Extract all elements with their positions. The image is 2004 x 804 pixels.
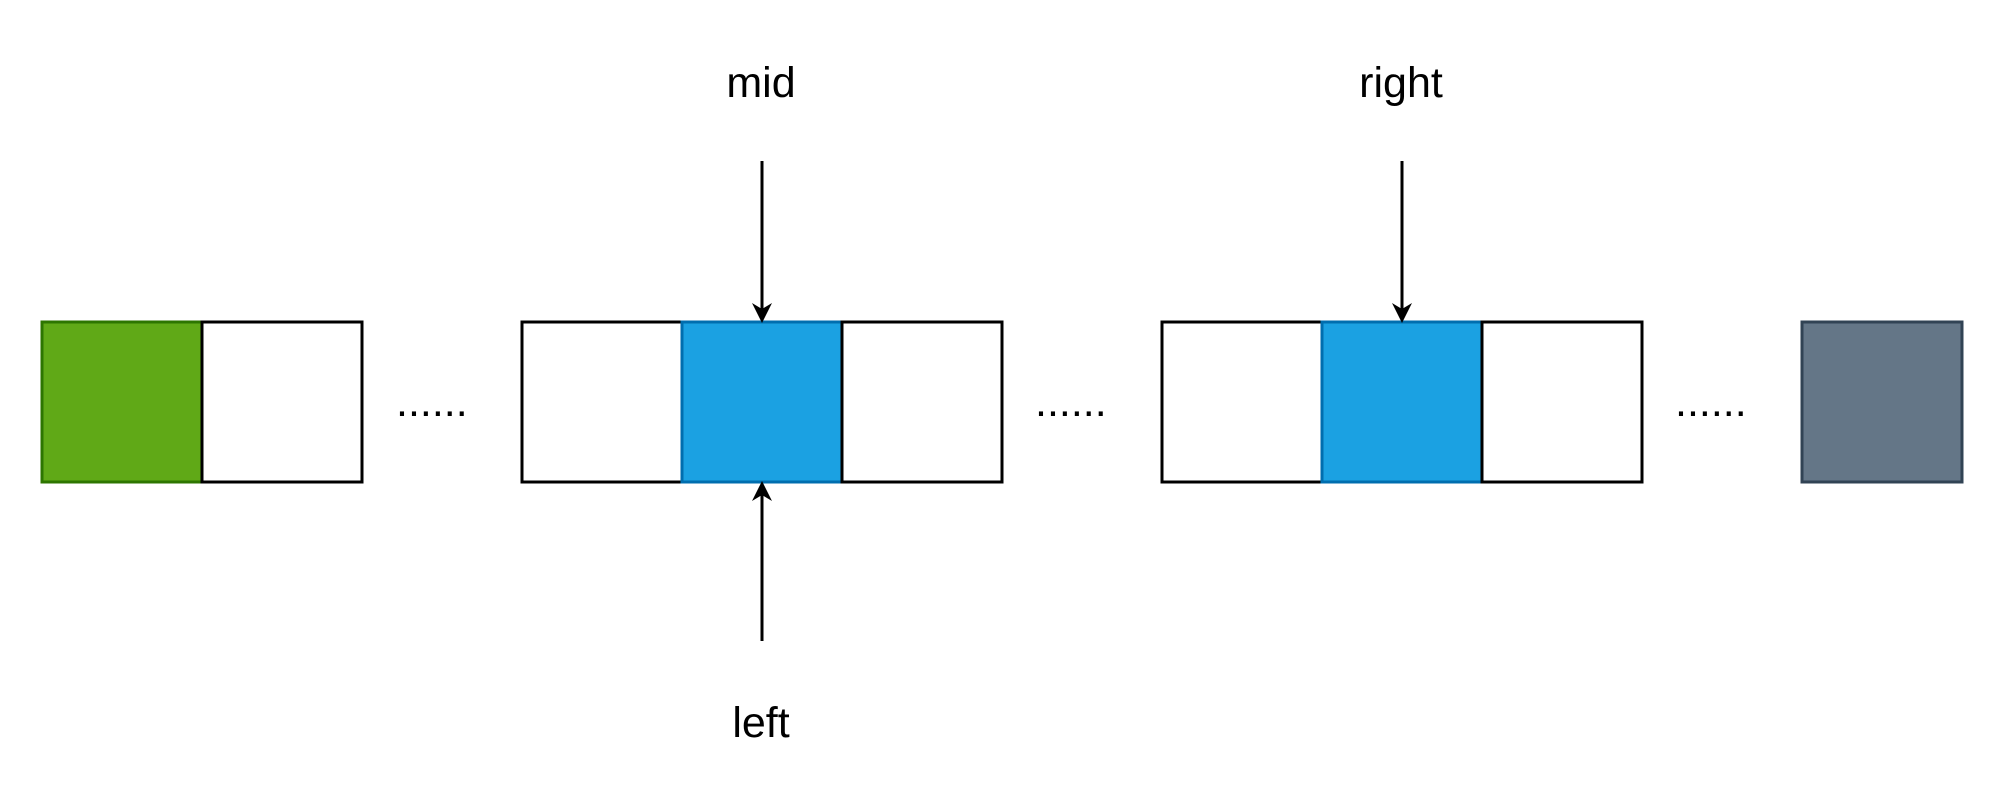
array-cell-right — [1320, 320, 1484, 484]
pointer-label-mid: mid — [726, 59, 795, 107]
array-cell — [520, 320, 684, 484]
ellipsis-1: ...... — [396, 378, 468, 426]
array-cell-mid-left — [680, 320, 844, 484]
array-cell — [1480, 320, 1644, 484]
pointer-label-right: right — [1359, 59, 1443, 107]
array-cell — [200, 320, 364, 484]
pointer-label-left: left — [732, 699, 789, 747]
ellipsis-3: ...... — [1675, 378, 1747, 426]
array-cell — [840, 320, 1004, 484]
ellipsis-2: ...... — [1035, 378, 1107, 426]
array-cell — [1160, 320, 1324, 484]
array-cell-first — [40, 320, 204, 484]
array-cell-last — [1800, 320, 1964, 484]
